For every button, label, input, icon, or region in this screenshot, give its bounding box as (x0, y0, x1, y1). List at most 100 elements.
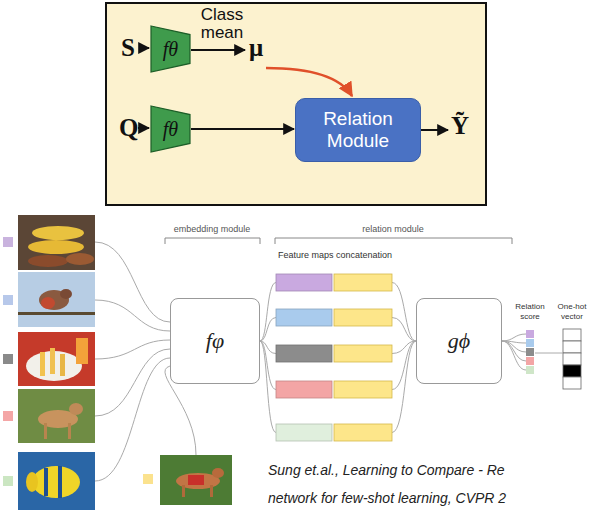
text-label: Feature maps concatenation (278, 250, 392, 260)
node-text: fθ (163, 38, 178, 61)
photo (18, 389, 95, 443)
class-marker (3, 354, 13, 364)
photo-detail (76, 338, 88, 364)
one-hot-cell (563, 329, 581, 341)
bracket (275, 238, 512, 244)
text-label: Sung et.al., Learning to Compare - Re (268, 462, 505, 478)
encoder-trapezoid: fθ (150, 25, 191, 73)
photo-detail (69, 403, 83, 415)
text-label: One-hot vector (554, 302, 590, 322)
text-label: Q (119, 114, 138, 142)
feature-map (276, 345, 332, 362)
process-box: gϕ (416, 298, 502, 384)
relation-score (526, 330, 534, 338)
score-line (502, 341, 526, 370)
feature-line (392, 318, 416, 342)
class-marker (3, 476, 13, 486)
photo-detail (188, 475, 204, 485)
score-line (502, 334, 526, 341)
process-box: Relation Module (295, 98, 421, 162)
flow-arrow (140, 47, 149, 49)
query-feature-map (334, 274, 392, 291)
photo-detail (68, 423, 71, 439)
text-label: Relation score (512, 302, 548, 322)
node-text: Relation Module (306, 108, 410, 152)
feature-map (276, 274, 332, 291)
class-marker (3, 295, 13, 305)
relation-score (526, 348, 534, 356)
text-label: Ỹ (451, 112, 469, 140)
one-hot-cell (563, 377, 581, 389)
photo-background (18, 272, 95, 327)
score-line (535, 353, 562, 354)
photo-detail (18, 312, 95, 315)
class-marker (143, 474, 153, 484)
flow-arrow (421, 129, 448, 131)
photo (160, 455, 232, 505)
photo-detail (28, 240, 84, 254)
score-line (502, 341, 526, 361)
photo-detail (41, 297, 55, 309)
query-feature-map (334, 381, 392, 398)
class-marker (3, 411, 13, 421)
photo-background (18, 389, 95, 443)
photo-detail (60, 289, 72, 299)
node-text: fφ (206, 328, 224, 353)
photo-detail (28, 255, 68, 267)
photo-detail (66, 253, 94, 265)
input-line (95, 340, 170, 359)
photo-detail (44, 423, 47, 439)
flow-arrow (266, 68, 352, 96)
feature-line (260, 341, 276, 433)
input-line (95, 242, 170, 322)
text-label: Class mean (195, 6, 249, 42)
feature-map (276, 381, 332, 398)
text-label: S (121, 34, 135, 62)
photo (18, 452, 95, 510)
process-box: fφ (170, 298, 260, 384)
trapezoid-shape (151, 26, 190, 72)
relation-score (526, 366, 534, 374)
text-label: network for few-shot learning, CVPR 2 (268, 490, 506, 506)
one-hot-cell (563, 365, 581, 377)
flow-arrow (138, 127, 149, 129)
photo-background (160, 455, 232, 505)
input-line (95, 300, 170, 331)
bracket (165, 238, 260, 244)
input-line (95, 349, 170, 416)
connector-arrow (191, 128, 294, 130)
one-hot-cell (563, 341, 581, 353)
photo-detail (32, 226, 84, 240)
node-text: fθ (163, 118, 178, 141)
query-feature-map (334, 345, 392, 362)
photo-detail (58, 466, 62, 498)
photo-detail (60, 354, 65, 376)
photo-detail (40, 352, 45, 376)
photo-detail (182, 485, 185, 497)
photo-detail (210, 485, 213, 497)
photo (18, 272, 95, 327)
photo (18, 215, 95, 270)
feature-line (260, 341, 276, 390)
feature-line (392, 283, 416, 342)
one-hot-cell (563, 353, 581, 365)
relation-score (526, 357, 534, 365)
feature-map (276, 309, 332, 326)
photo-detail (26, 472, 38, 492)
node-text: gϕ (448, 328, 470, 353)
photo-background (18, 215, 95, 270)
text-label: embedding module (174, 224, 251, 234)
panel-background (106, 3, 486, 205)
text-label: relation module (362, 224, 424, 234)
query-feature-map (334, 424, 392, 441)
photo-detail (212, 468, 224, 478)
encoder-trapezoid: fθ (150, 105, 191, 153)
input-line (95, 358, 170, 481)
feature-map (276, 424, 332, 441)
photo-background (18, 332, 95, 386)
photo (18, 332, 95, 386)
photo-background (18, 452, 95, 510)
photo-detail (44, 468, 48, 496)
